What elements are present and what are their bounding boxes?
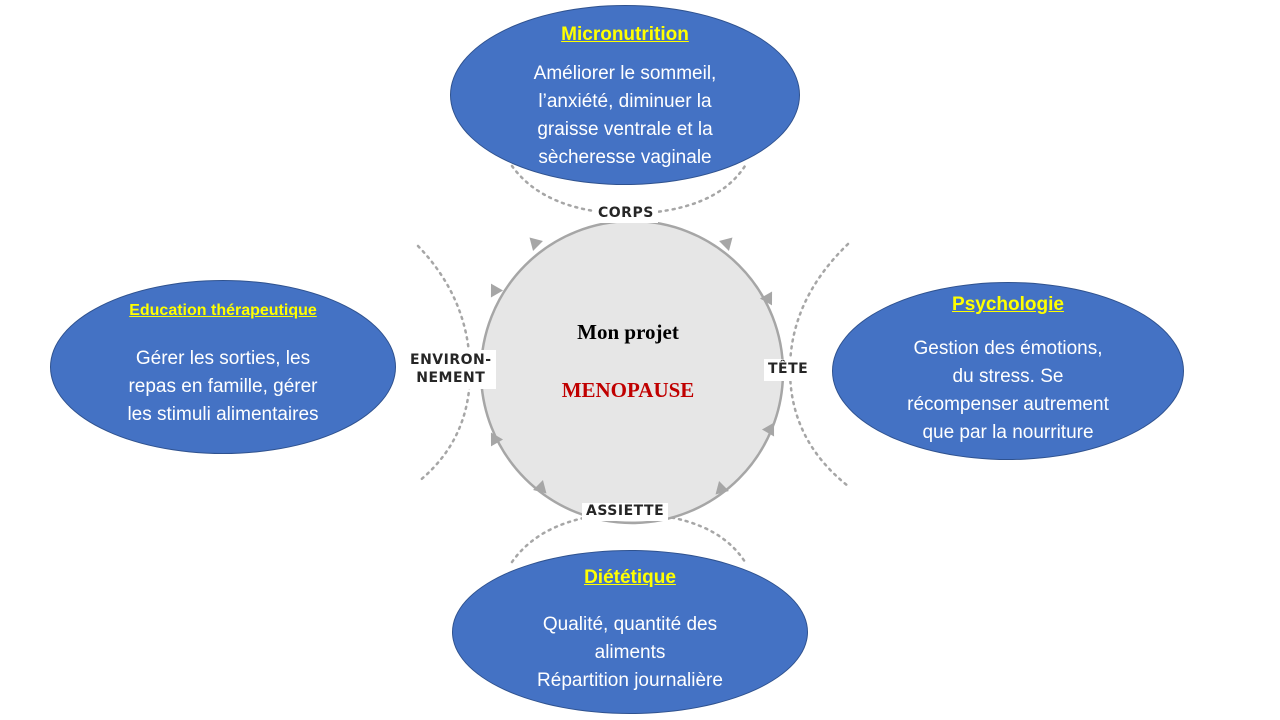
bubble-text-line: sècheresse vaginale <box>538 147 712 168</box>
cycle-arrow-3 <box>719 237 733 251</box>
top-dotted-arc <box>510 164 747 216</box>
bubble-psychologie-text: Gestion des émotions, du stress. Se réco… <box>833 335 1183 447</box>
axis-label-environnement-line2: NEMENT <box>416 369 486 386</box>
bubble-psychologie: Psychologie Gestion des émotions, du str… <box>832 282 1184 460</box>
bubble-text-line: graisse ventrale et la <box>537 119 713 140</box>
bubble-text-line: Améliorer le sommeil, <box>533 63 717 84</box>
cycle-arrow-2 <box>490 283 504 298</box>
bubble-text-line: Qualité, quantité des <box>542 614 718 635</box>
cycle-arrow-7 <box>490 432 504 447</box>
bubble-micronutrition-text: Améliorer le sommeil, l’anxiété, diminue… <box>451 60 799 172</box>
bubble-text-line: que par la nourriture <box>922 422 1094 443</box>
bubble-education-text: Gérer les sorties, les repas en famille,… <box>51 345 395 429</box>
bubble-dietetique: Diététique Qualité, quantité des aliment… <box>452 550 808 714</box>
bubble-dietetique-text: Qualité, quantité des aliments Répartiti… <box>453 611 807 695</box>
axis-label-corps: CORPS <box>594 205 658 223</box>
bubble-education-title: Education thérapeutique <box>129 302 317 319</box>
cycle-arrow-8 <box>533 480 547 494</box>
axis-label-assiette: ASSIETTE <box>582 503 669 521</box>
cycle-arrow-5 <box>761 422 775 437</box>
bubble-psychologie-title: Psychologie <box>952 294 1064 315</box>
axis-label-environnement-line1: ENVIRON- <box>410 352 492 368</box>
bubble-text-line: Répartition journalière <box>537 670 723 691</box>
center-subtitle: MENOPAUSE <box>561 378 695 402</box>
cycle-arrow-4 <box>759 291 773 306</box>
cycle-arrow-6 <box>715 481 729 495</box>
axis-label-environnement: ENVIRON- NEMENT <box>406 350 496 389</box>
bubble-text-line: du stress. Se <box>952 366 1064 387</box>
bubble-text-line: Gérer les sorties, les <box>135 348 311 369</box>
bubble-text-line: aliments <box>594 642 666 663</box>
bottom-dotted-arc <box>510 511 747 564</box>
center-circle <box>481 221 783 523</box>
bubble-text-line: repas en famille, gérer <box>128 376 318 397</box>
bubble-text-line: l’anxiété, diminuer la <box>538 91 712 112</box>
bubble-micronutrition-title: Micronutrition <box>561 24 689 45</box>
bubble-micronutrition: Micronutrition Améliorer le sommeil, l’a… <box>450 5 800 185</box>
bubble-text-line: les stimuli alimentaires <box>127 404 319 425</box>
bubble-dietetique-title: Diététique <box>584 567 676 588</box>
bubble-text-line: récompenser autrement <box>907 394 1109 415</box>
axis-label-tete: TÊTE <box>764 359 813 381</box>
bubble-text-line: Gestion des émotions, <box>913 338 1103 359</box>
center-title: Mon projet <box>577 320 679 344</box>
bubble-education-therapeutique: Education thérapeutique Gérer les sortie… <box>50 280 396 454</box>
cycle-arrow-1 <box>529 237 543 251</box>
